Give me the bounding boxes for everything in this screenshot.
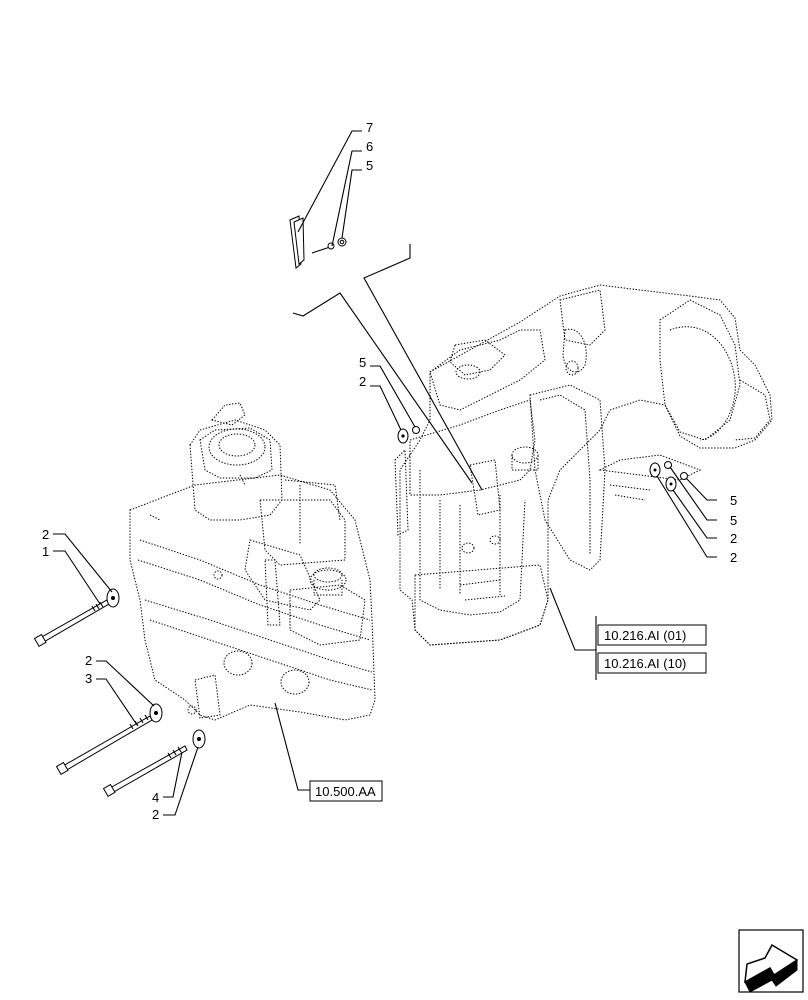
callout-6: 6 (366, 139, 373, 154)
callout-5-right-b: 5 (730, 513, 737, 528)
reference-box-10216-01[interactable]: 10.216.AI (01) (597, 624, 707, 646)
bolt-part-3 (55, 714, 153, 776)
bolt-part-4 (102, 745, 188, 798)
callout-5-mid: 5 (359, 355, 366, 370)
washer-left-3 (192, 729, 206, 749)
reference-box-10500[interactable]: 10.500.AA (309, 780, 383, 802)
callout-2-left-b: 2 (85, 653, 92, 668)
callout-7: 7 (366, 120, 373, 135)
callout-2-bottom: 2 (152, 807, 159, 822)
callout-3: 3 (85, 671, 92, 686)
nut-mid (412, 426, 420, 434)
callout-2-right-b: 2 (730, 550, 737, 565)
leader-lines (53, 130, 717, 816)
washer-mid (397, 428, 409, 444)
nut-right-2 (680, 472, 688, 480)
bolt-part-6 (311, 242, 335, 254)
bolt-part-1 (33, 599, 110, 648)
callout-5-right-a: 5 (730, 493, 737, 508)
nut-right-1 (664, 461, 672, 469)
left-ballast-assembly (129, 402, 376, 721)
reference-label: 10.500.AA (315, 784, 376, 799)
nut-part-5-top (337, 237, 347, 247)
callout-2-mid: 2 (359, 374, 366, 389)
reference-label: 10.216.AI (01) (604, 628, 686, 643)
bracket-plate (289, 215, 305, 269)
callout-2-right-a: 2 (730, 531, 737, 546)
callout-2-left-a: 2 (42, 527, 49, 542)
washer-right-2 (665, 476, 677, 492)
callout-4: 4 (152, 790, 159, 805)
next-page-arrow-icon[interactable] (738, 929, 804, 993)
callout-5-top: 5 (366, 158, 373, 173)
washer-left-2 (149, 703, 163, 723)
reference-box-10216-10[interactable]: 10.216.AI (10) (597, 652, 707, 674)
reference-label: 10.216.AI (10) (604, 656, 686, 671)
right-tank-assembly (394, 284, 773, 646)
callout-1: 1 (42, 544, 49, 559)
washer-right-1 (649, 462, 661, 478)
washer-left-1 (106, 588, 120, 608)
